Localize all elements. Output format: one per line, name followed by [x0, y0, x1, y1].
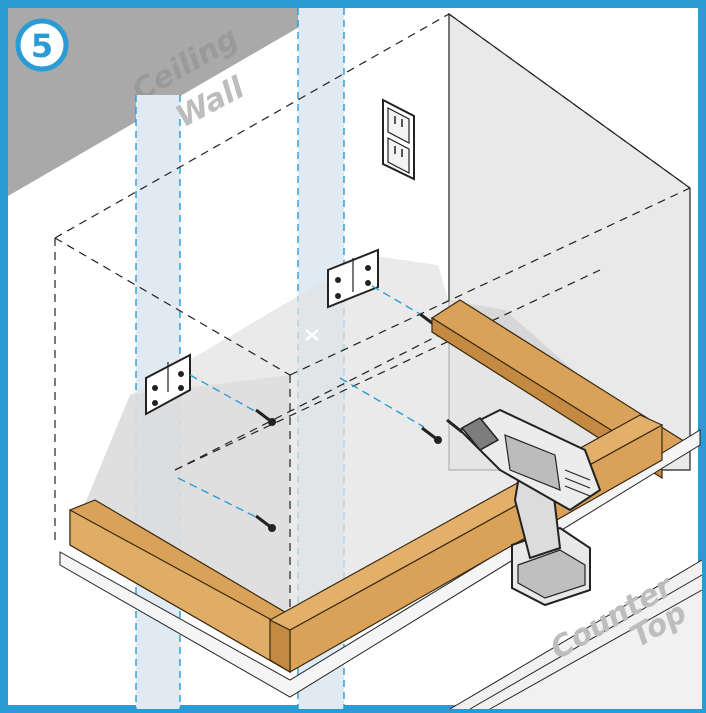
step-number: 5 — [31, 27, 53, 65]
screw-icon — [255, 514, 276, 532]
step-badge-icon — [15, 18, 69, 72]
cordless-drill-icon — [446, 408, 602, 607]
screw-guide-lines — [177, 285, 425, 521]
mounting-bracket-icon — [327, 248, 379, 309]
screw-icon — [421, 426, 442, 444]
electrical-outlet-icon — [382, 98, 415, 181]
screw-icon — [255, 408, 276, 426]
center-mark — [305, 329, 319, 341]
mounting-bracket-icon — [145, 353, 191, 416]
counter-top-edges — [449, 559, 703, 710]
cabinet-outline-dashed — [54, 13, 691, 655]
